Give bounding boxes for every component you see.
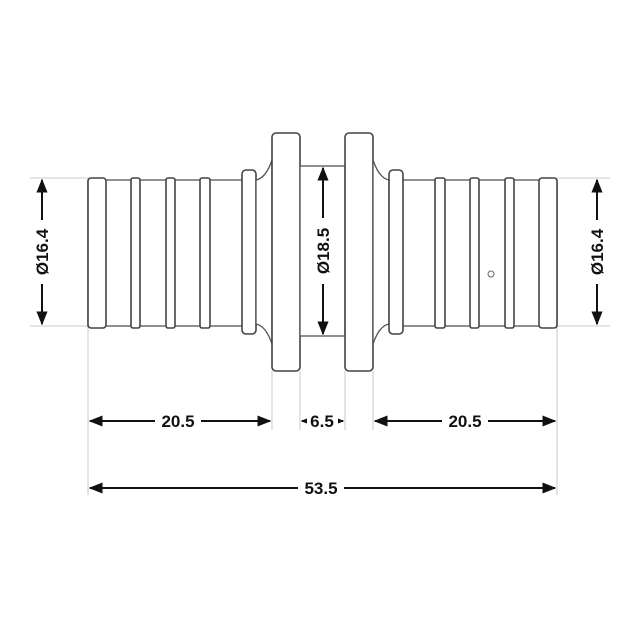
total-length-label: 53.5 xyxy=(304,479,337,498)
center-length-label: 6.5 xyxy=(310,412,334,431)
left-length-dimension: 20.5 xyxy=(88,410,272,432)
center-diameter-dimension: Ø18.5 xyxy=(313,166,333,336)
coupling-body xyxy=(87,132,558,372)
left-length-label: 20.5 xyxy=(161,412,194,431)
center-diameter-label: Ø18.5 xyxy=(314,228,333,274)
right-diameter-dimension: Ø16.4 xyxy=(587,178,607,326)
left-diameter-label: Ø16.4 xyxy=(33,228,52,275)
right-length-dimension: 20.5 xyxy=(373,410,557,432)
center-length-dimension: 6.5 xyxy=(300,410,345,432)
extension-lines xyxy=(30,177,610,495)
total-length-dimension: 53.5 xyxy=(88,477,557,499)
right-length-label: 20.5 xyxy=(448,412,481,431)
right-diameter-label: Ø16.4 xyxy=(588,228,607,275)
left-diameter-dimension: Ø16.4 xyxy=(32,178,52,326)
